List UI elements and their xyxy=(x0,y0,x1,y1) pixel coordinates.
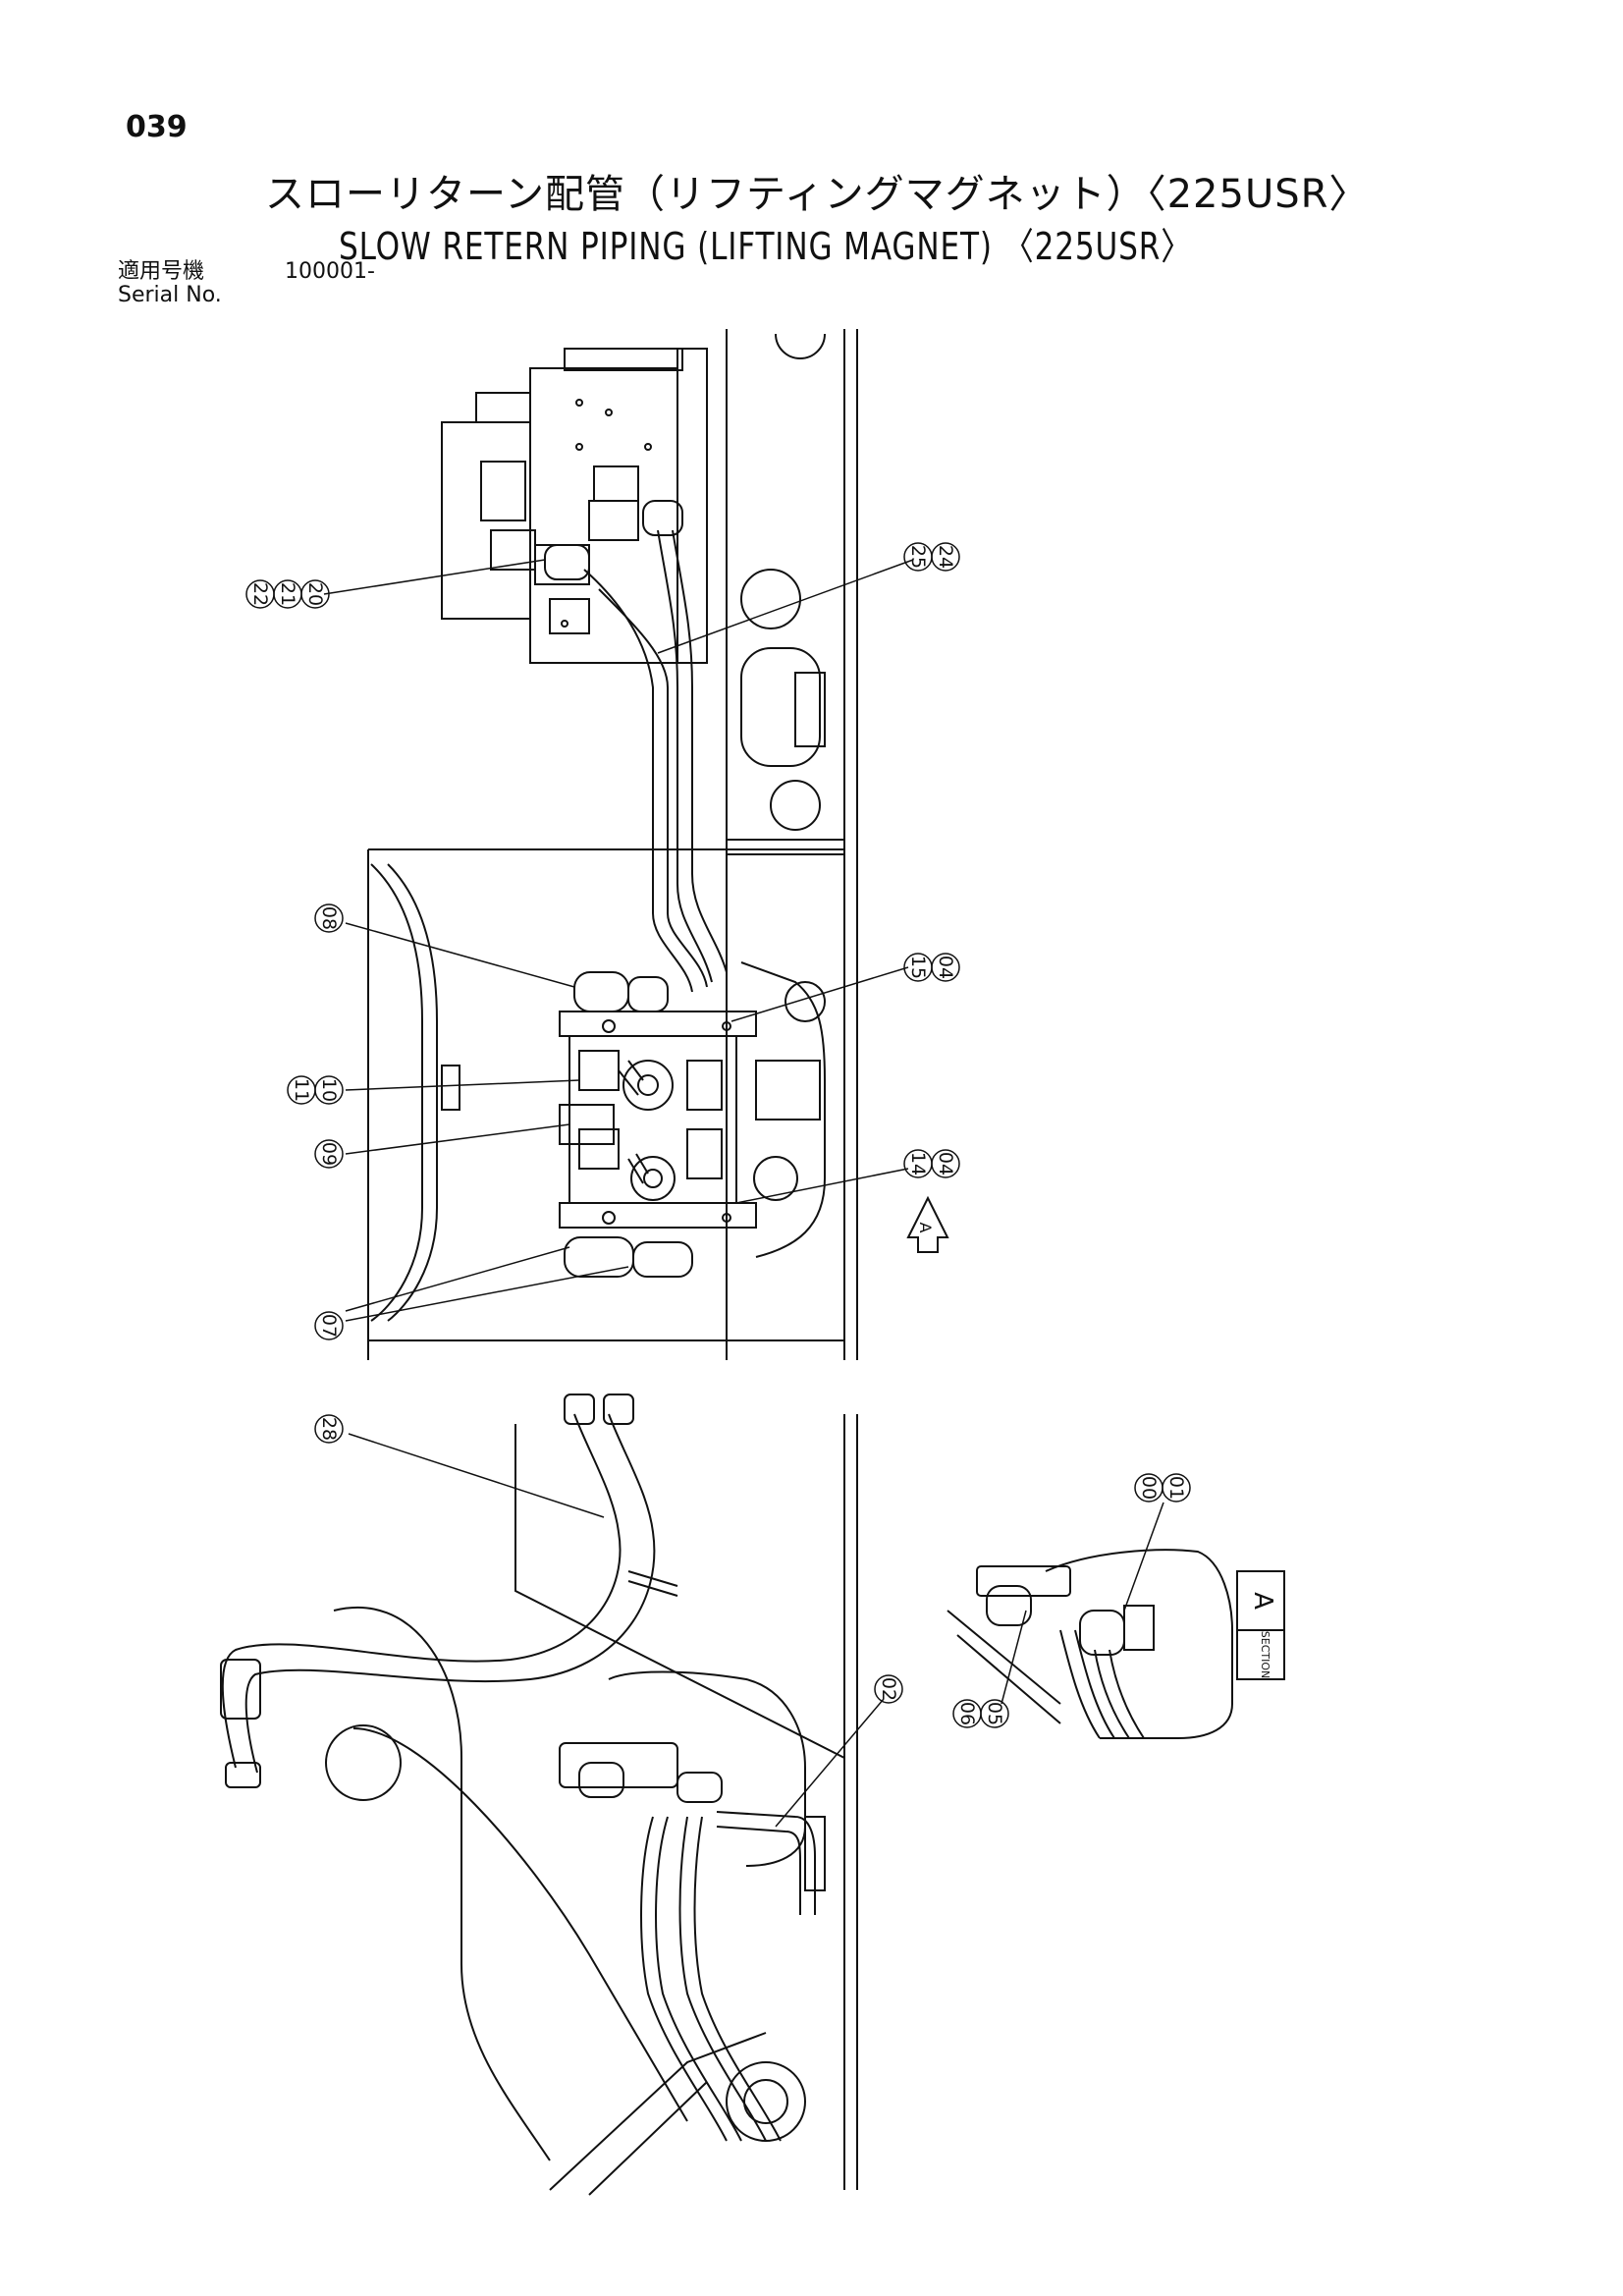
svg-text:09: 09 xyxy=(318,1142,340,1166)
callout-11: 11 xyxy=(287,1075,316,1105)
callout-15: 15 xyxy=(903,953,933,982)
leader-lines xyxy=(323,559,1164,1828)
lower-frame xyxy=(325,1414,858,2196)
section-label-text: SECTION xyxy=(1259,1631,1271,1678)
serial-block: 適用号機 100001- Serial No. xyxy=(118,260,375,307)
svg-text:24: 24 xyxy=(935,545,956,569)
serial-label-en: Serial No. xyxy=(118,283,222,307)
callout-21: 21 xyxy=(273,579,302,609)
callout-02: 02 xyxy=(874,1674,903,1704)
valve-assembly xyxy=(559,971,757,1278)
section-label-letter: A xyxy=(1248,1592,1277,1610)
svg-text:11: 11 xyxy=(291,1078,312,1102)
svg-text:07: 07 xyxy=(318,1314,340,1338)
svg-text:10: 10 xyxy=(318,1078,340,1102)
callout-08: 08 xyxy=(314,903,344,933)
page-number: 039 xyxy=(126,110,188,144)
callout-09: 09 xyxy=(314,1139,344,1169)
svg-text:02: 02 xyxy=(878,1677,899,1701)
svg-text:14: 14 xyxy=(907,1152,929,1175)
svg-text:15: 15 xyxy=(907,956,929,979)
callout-07: 07 xyxy=(314,1311,344,1340)
title-japanese: スローリターン配管（リフティングマグネット）〈225USR〉 xyxy=(265,172,1370,217)
serial-label-jp: 適用号機 xyxy=(118,259,205,284)
callout-20: 20 xyxy=(300,579,330,609)
callout-24: 24 xyxy=(931,542,960,572)
section-a-inset xyxy=(947,1549,1285,1739)
svg-text:04: 04 xyxy=(935,956,956,979)
svg-text:06: 06 xyxy=(956,1702,978,1725)
svg-text:20: 20 xyxy=(304,582,326,606)
callout-10: 10 xyxy=(314,1075,344,1105)
callout-22: 22 xyxy=(245,579,275,609)
svg-text:22: 22 xyxy=(249,582,271,606)
callout-00: 00 xyxy=(1134,1473,1163,1503)
view-arrow-a xyxy=(906,1195,949,1253)
title-english: SLOW RETERN PIPING (LIFTING MAGNET) 〈225… xyxy=(339,225,1193,268)
control-valve-block xyxy=(441,348,708,664)
callout-14: 14 xyxy=(903,1149,933,1178)
svg-text:05: 05 xyxy=(984,1702,1005,1725)
callout-28: 28 xyxy=(314,1414,344,1444)
hose-assembly-28 xyxy=(220,1394,678,1788)
svg-text:08: 08 xyxy=(318,906,340,930)
view-arrow-letter: A xyxy=(916,1223,935,1233)
upper-frame xyxy=(726,329,858,1360)
callout-01: 01 xyxy=(1162,1473,1191,1503)
callout-25: 25 xyxy=(903,542,933,572)
svg-text:00: 00 xyxy=(1138,1476,1160,1500)
callout-04: 04 xyxy=(931,953,960,982)
callout-06: 06 xyxy=(952,1699,982,1728)
return-hoses-upper xyxy=(583,529,728,993)
serial-value: 100001- xyxy=(285,259,375,284)
svg-text:25: 25 xyxy=(907,545,929,569)
callout-04: 04 xyxy=(931,1149,960,1178)
svg-text:04: 04 xyxy=(935,1152,956,1175)
svg-text:01: 01 xyxy=(1165,1476,1187,1500)
svg-text:28: 28 xyxy=(318,1417,340,1441)
callout-05: 05 xyxy=(980,1699,1009,1728)
svg-text:21: 21 xyxy=(277,582,298,606)
